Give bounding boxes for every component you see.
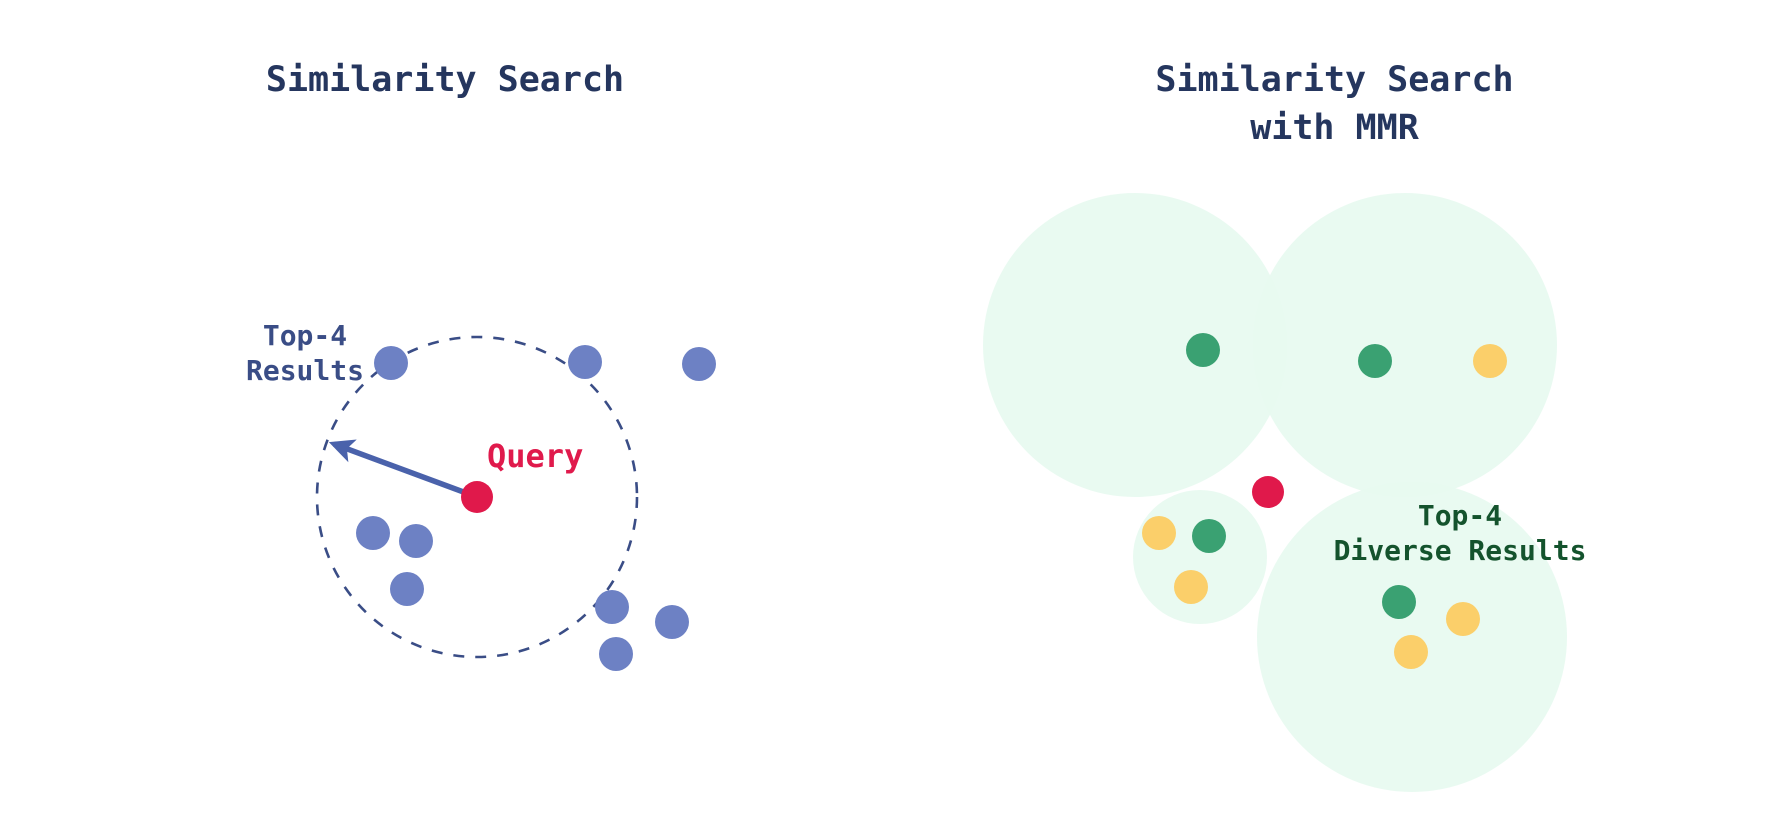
document-point (1446, 602, 1480, 636)
query-point-right (1252, 476, 1284, 508)
document-point (1382, 585, 1416, 619)
document-point (374, 346, 408, 380)
document-point (1473, 344, 1507, 378)
document-point (1358, 344, 1392, 378)
label-query: Query (487, 437, 584, 475)
page-title-left: Similarity Search (265, 60, 625, 100)
document-point (1174, 570, 1208, 604)
document-point (1142, 516, 1176, 550)
document-point (599, 637, 633, 671)
page-title-right: Similarity Search with MMR (1155, 60, 1514, 148)
panel-similarity-search-mmr: Similarity Search with MMR (890, 0, 1779, 813)
document-point (1394, 635, 1428, 669)
document-point (390, 572, 424, 606)
document-point (399, 524, 433, 558)
panel-similarity-search: Similarity Search (265, 60, 625, 100)
query-dot (1252, 476, 1284, 508)
document-point (682, 347, 716, 381)
mmr-cluster-circle (1133, 490, 1267, 624)
document-point (1186, 333, 1220, 367)
document-point (595, 590, 629, 624)
mmr-cluster-circle (983, 193, 1287, 497)
radius-arrow-group (328, 439, 478, 500)
mmr-cluster-circle (1253, 193, 1557, 497)
label-top4-results: Top-4 Results (245, 319, 364, 388)
radius-arrow (328, 439, 478, 500)
document-point (356, 516, 390, 550)
document-points-right (1142, 333, 1507, 669)
document-point (568, 345, 602, 379)
query-point-left (461, 481, 493, 513)
retrieval-radius-circle-group (315, 335, 639, 659)
query-dot (461, 481, 493, 513)
retrieval-radius-circle (315, 335, 639, 659)
document-point (1192, 519, 1226, 553)
document-points-left (356, 345, 716, 671)
label-top4-diverse-results: Top-4 Diverse Results (1333, 499, 1587, 568)
document-point (655, 605, 689, 639)
